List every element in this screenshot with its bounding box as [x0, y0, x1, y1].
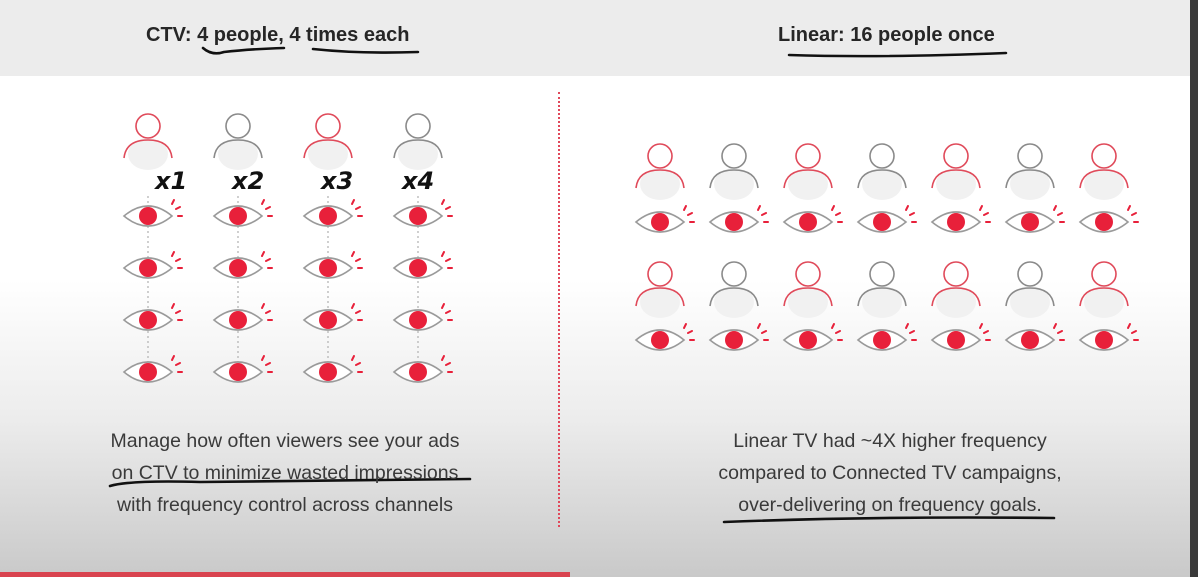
eye-icon	[393, 303, 453, 331]
person-icon	[857, 143, 907, 201]
ctv-eye-grid	[123, 199, 453, 383]
eye-icon	[783, 205, 843, 233]
ctv-people	[123, 113, 443, 171]
section-divider	[558, 92, 560, 527]
count-label: x4	[401, 167, 434, 195]
eye-icon	[393, 199, 453, 227]
ctv-caption-line: on CTV to minimize wasted impressions	[111, 462, 459, 484]
ctv-caption-line: with frequency control across channels	[116, 494, 453, 516]
linear-people-row-2	[635, 261, 1129, 319]
eye-icon	[213, 355, 273, 383]
person-icon	[635, 261, 685, 319]
eye-icon	[123, 199, 183, 227]
eye-icon	[857, 323, 917, 351]
eye-icon	[1079, 205, 1139, 233]
eye-icon	[123, 355, 183, 383]
linear-caption-line: Linear TV had ~4X higher frequency	[733, 430, 1047, 452]
count-label: x2	[231, 167, 264, 195]
linear-people-row-1	[635, 143, 1129, 201]
person-icon	[1079, 261, 1129, 319]
count-label: x1	[154, 167, 187, 195]
person-icon	[857, 261, 907, 319]
eye-icon	[123, 251, 183, 279]
eye-icon	[931, 205, 991, 233]
ctv-stems	[147, 196, 419, 372]
eye-icon	[1005, 205, 1065, 233]
person-icon	[213, 113, 263, 171]
eye-icon	[709, 323, 769, 351]
person-icon	[783, 261, 833, 319]
person-icon	[393, 113, 443, 171]
person-icon	[635, 143, 685, 201]
eye-icon	[783, 323, 843, 351]
person-icon	[931, 261, 981, 319]
eye-icon	[303, 251, 363, 279]
ctv-caption-line: Manage how often viewers see your ads	[110, 430, 460, 452]
eye-icon	[393, 355, 453, 383]
window-edge	[1190, 0, 1198, 577]
linear-caption: Linear TV had ~4X higher frequency compa…	[640, 425, 1140, 521]
eye-icon	[213, 199, 273, 227]
person-icon	[783, 143, 833, 201]
linear-eyes-row-2	[635, 323, 1139, 351]
handwritten-underline-ctv-caption	[108, 477, 472, 488]
linear-eyes-row-1	[635, 205, 1139, 233]
eye-icon	[303, 303, 363, 331]
eye-icon	[709, 205, 769, 233]
eye-icon	[635, 205, 695, 233]
person-icon	[303, 113, 353, 171]
header-bar: CTV: 4 people, 4 times each Linear: 16 p…	[0, 0, 1198, 76]
person-icon	[1005, 261, 1055, 319]
eye-icon	[123, 303, 183, 331]
ctv-caption: Manage how often viewers see your ads on…	[40, 425, 530, 521]
person-icon	[709, 143, 759, 201]
linear-caption-line: over-delivering on frequency goals.	[738, 494, 1042, 516]
ctv-title: CTV: 4 people, 4 times each	[146, 24, 410, 46]
eye-icon	[1079, 323, 1139, 351]
eye-icon	[303, 199, 363, 227]
eye-icon	[213, 251, 273, 279]
person-icon	[709, 261, 759, 319]
linear-title: Linear: 16 people once	[778, 24, 995, 46]
eye-icon	[1005, 323, 1065, 351]
handwritten-underline-linear	[787, 51, 1008, 58]
progress-strip	[0, 572, 570, 577]
eye-icon	[303, 355, 363, 383]
person-icon	[123, 113, 173, 171]
eye-icon	[213, 303, 273, 331]
handwritten-underline-linear-caption	[722, 516, 1056, 524]
eye-icon	[635, 323, 695, 351]
handwritten-underline-ctv	[201, 46, 420, 55]
person-icon	[1005, 143, 1055, 201]
linear-caption-line: compared to Connected TV campaigns,	[718, 462, 1062, 484]
eye-icon	[857, 205, 917, 233]
person-icon	[931, 143, 981, 201]
person-icon	[1079, 143, 1129, 201]
count-label: x3	[320, 167, 353, 195]
eye-icon	[931, 323, 991, 351]
eye-icon	[393, 251, 453, 279]
